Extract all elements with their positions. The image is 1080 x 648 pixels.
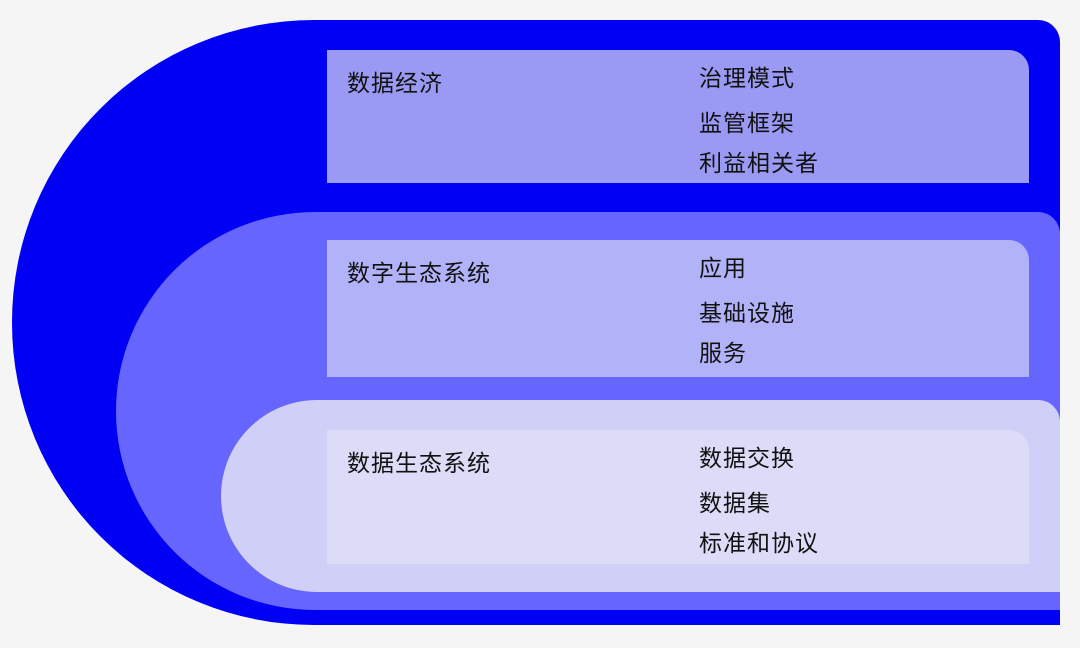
list-item: 监管框架: [699, 111, 795, 137]
data-economy-items: 治理模式 监管框架 利益相关者: [699, 64, 819, 184]
list-item: 应用: [699, 256, 747, 282]
digital-ecosystem-title: 数字生态系统: [347, 261, 491, 287]
data-ecosystem-title: 数据生态系统: [347, 451, 491, 477]
list-item: 标准和协议: [699, 531, 819, 557]
data-ecosystem-items: 数据交换 数据集 标准和协议: [699, 444, 819, 564]
data-ecosystem-panel: 数据生态系统 数据交换 数据集 标准和协议: [327, 430, 1029, 564]
data-economy-panel: 数据经济 治理模式 监管框架 利益相关者: [327, 50, 1029, 183]
list-item: 利益相关者: [699, 151, 819, 177]
list-item: 服务: [699, 341, 747, 367]
list-item: 治理模式: [699, 66, 795, 92]
digital-ecosystem-items: 应用 基础设施 服务: [699, 254, 795, 374]
list-item: 数据集: [699, 491, 771, 517]
data-economy-title: 数据经济: [347, 71, 443, 97]
list-item: 数据交换: [699, 446, 795, 472]
digital-ecosystem-panel: 数字生态系统 应用 基础设施 服务: [327, 240, 1029, 377]
list-item: 基础设施: [699, 301, 795, 327]
